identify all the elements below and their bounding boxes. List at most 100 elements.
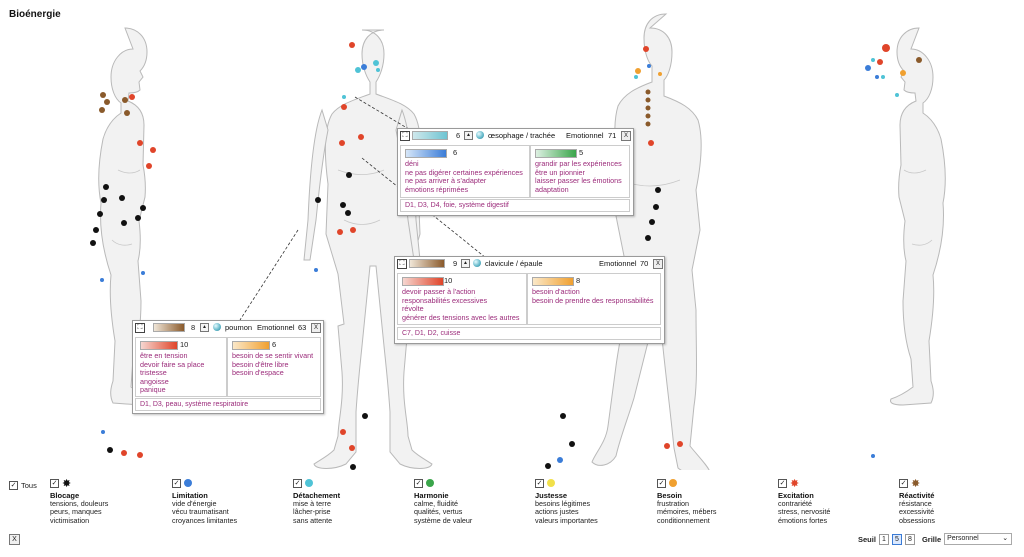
popup-score: 71 <box>608 131 617 140</box>
right-list: besoin d'action besoin de prendre des re… <box>532 287 654 305</box>
popup-poumon[interactable]: ⛶ 8 ▲ poumon Emotionnel 63 X 10 être en … <box>132 320 324 414</box>
right-bar <box>535 149 577 158</box>
grille-value: Personnel <box>947 535 979 542</box>
popup-right-column: 8 besoin d'action besoin de prendre des … <box>527 273 661 325</box>
list-item: besoin d'espace <box>232 368 284 377</box>
close-button[interactable]: X <box>653 259 663 269</box>
list-item: grandir par les expériences <box>535 159 622 168</box>
right-bar <box>232 341 270 350</box>
list-item: panique <box>140 385 166 394</box>
popup-clavicule[interactable]: ⛶ 9 ▲ clavicule / épaule Emotionnel 70 X… <box>394 256 665 344</box>
legend-title: Limitation <box>172 491 208 500</box>
legend-desc: émotions fortes <box>778 515 828 525</box>
left-bar <box>402 277 444 286</box>
legend-title: Blocage <box>50 491 80 500</box>
value-bar <box>153 323 185 332</box>
left-value: 6 <box>453 148 458 157</box>
legend-title: Détachement <box>293 491 341 500</box>
detachement-ball-icon <box>473 259 481 267</box>
left-value: 10 <box>444 276 453 285</box>
legend-title: Harmonie <box>414 491 449 500</box>
popup-left-column: 10 devoir passer à l'action responsabili… <box>397 273 527 325</box>
popup-value: 9 <box>453 259 458 268</box>
legend-desc: excessivité <box>899 507 935 517</box>
checkbox-icon[interactable]: ✓ <box>50 478 59 488</box>
right-value: 5 <box>579 148 584 157</box>
right-bar <box>532 277 574 286</box>
left-list: devoir passer à l'action responsabilités… <box>402 287 520 322</box>
value-bar <box>409 259 445 268</box>
move-handle-icon[interactable]: ⛶ <box>135 323 145 333</box>
stepper-icon[interactable]: ▲ <box>464 131 473 140</box>
list-item: adaptation <box>535 184 569 194</box>
seuil-option[interactable]: 1 <box>878 533 889 545</box>
legend-desc: calme, fluidité <box>414 499 458 508</box>
legend-title: Réactivité <box>899 491 935 500</box>
checkbox-icon[interactable]: ✓ <box>172 478 181 488</box>
figure-back <box>591 13 710 470</box>
popup-footer: C7, D1, D2, cuisse <box>397 327 661 340</box>
checkbox-icon[interactable]: ✓ <box>657 478 666 488</box>
popup-left-column: 10 être en tension devoir faire sa place… <box>135 337 227 397</box>
stepper-icon[interactable]: ▲ <box>200 323 209 332</box>
orange-dot-icon <box>669 479 677 487</box>
seuil-label: Seuil <box>858 534 876 544</box>
legend-desc: vécu traumatisant <box>172 507 229 517</box>
legend-desc: qualités, vertus <box>414 507 463 517</box>
move-handle-icon[interactable]: ⛶ <box>400 131 410 141</box>
detachement-ball-icon <box>476 131 484 139</box>
popup-right-column: 6 besoin de se sentir vivant besoin d'êt… <box>227 337 321 397</box>
legend-desc: mise à terre <box>293 499 331 508</box>
close-button[interactable]: X <box>311 323 321 333</box>
list-item: responsabilités excessives <box>402 295 488 305</box>
checkbox-icon[interactable]: ✓ <box>9 481 18 490</box>
legend-desc: vide d'énergie <box>172 499 217 508</box>
legend-desc: résistance <box>899 499 932 508</box>
list-item: générer des tensions avec les autres <box>402 312 520 322</box>
value-bar <box>412 131 448 140</box>
list-item: tristesse <box>140 368 167 377</box>
list-item: ne pas digérer certaines expériences <box>405 167 523 177</box>
toggle-all[interactable]: ✓ Tous <box>9 481 37 490</box>
popup-left-column: 6 déni ne pas digérer certaines expérien… <box>400 145 530 198</box>
popup-value: 8 <box>191 323 196 332</box>
checkbox-icon[interactable]: ✓ <box>293 478 302 488</box>
seuil-option-selected[interactable]: 5 <box>891 533 902 545</box>
left-value: 10 <box>180 340 189 349</box>
popup-footer: D1, D3, D4, foie, système digestif <box>400 199 630 212</box>
checkbox-icon[interactable]: ✓ <box>414 478 423 488</box>
left-list: être en tension devoir faire sa place tr… <box>140 351 204 395</box>
checkbox-icon[interactable]: ✓ <box>778 478 787 488</box>
list-item: besoin de prendre des responsabilités <box>532 295 654 305</box>
popup-category: Emotionnel <box>257 323 295 332</box>
legend-desc: peurs, manques <box>50 507 102 517</box>
close-button[interactable]: X <box>621 131 631 141</box>
grille-select[interactable]: Personnel⌄ <box>944 533 1013 545</box>
checkbox-icon[interactable]: ✓ <box>535 478 544 488</box>
black-star-icon: ✸ <box>62 477 72 490</box>
list-item: révolte <box>402 304 424 313</box>
stepper-icon[interactable]: ▲ <box>461 259 470 268</box>
popup-oesophage[interactable]: ⛶ 6 ▲ œsophage / trachée Emotionnel 71 X… <box>397 128 634 216</box>
blue-dot-icon <box>184 479 192 487</box>
list-item: être un pionnier <box>535 167 585 177</box>
yellow-dot-icon <box>547 479 555 487</box>
grille-label: Grille <box>921 534 942 544</box>
seuil-option[interactable]: 8 <box>904 533 915 545</box>
list-item: être en tension <box>140 351 188 360</box>
checkbox-icon[interactable]: ✓ <box>899 478 908 488</box>
close-all-button[interactable]: X <box>9 534 20 545</box>
popup-value: 6 <box>456 131 461 140</box>
left-list: déni ne pas digérer certaines expérience… <box>405 159 523 194</box>
list-item: besoin de se sentir vivant <box>232 351 314 360</box>
popup-label: poumon <box>225 323 253 332</box>
move-handle-icon[interactable]: ⛶ <box>397 259 407 269</box>
